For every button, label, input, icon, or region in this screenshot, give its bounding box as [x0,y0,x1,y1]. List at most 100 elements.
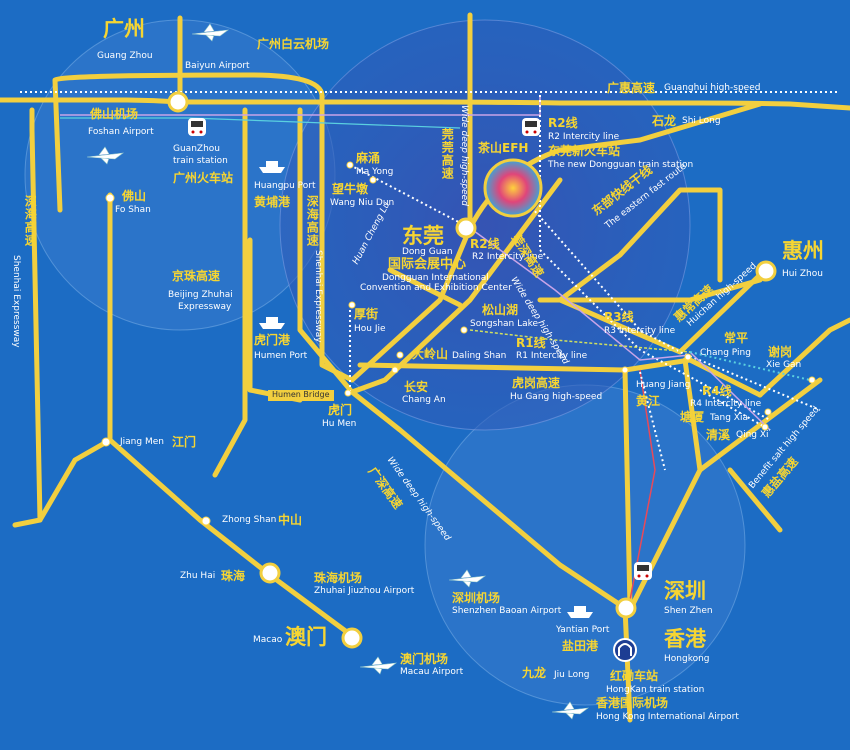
humen-port-en: Humen Port [254,351,308,361]
r2b-en: R2 Intercity line [472,252,544,262]
shenzhen-en: Shen Zhen [664,606,713,616]
shilong-en: Shi Long [682,116,721,126]
tangxia-en: Tang Xia [710,413,748,423]
tangxia-cn: 塘厦 [680,410,705,424]
r1-cn: R1线 [516,336,546,350]
huizhou-cn: 惠州 [782,239,824,263]
dongguan-en: Dong Guan [402,247,453,257]
jiulong-en: Jiu Long [554,670,590,680]
guanghui-cn: 广惠高速 [607,81,656,95]
train-icon [520,116,542,140]
zhuhai-cn: 珠海 [221,569,246,583]
gz-station-en1: GuanZhou [173,144,220,154]
airplane-icon [358,655,398,675]
sz-airport-cn: 深圳机场 [452,591,501,605]
expo-cn: 国际会展中心 [388,257,467,272]
baiyun-airport-cn: 广州白云机场 [257,37,330,51]
hk-airport-cn: 香港国际机场 [596,696,669,710]
foshan-en: Fo Shan [115,205,151,215]
airplane-icon [190,22,230,42]
yantian-cn: 盐田港 [562,639,599,653]
macau-airport-en: Macau Airport [400,667,464,677]
zhongshan-en: Zhong Shan [222,515,277,525]
yantian-en: Yantian Port [556,625,610,635]
jingzhu-en1: Beijing Zhuhai [168,290,233,300]
dalingshan-en: Daling Shan [452,351,507,361]
hongkong-en: Hongkong [664,654,710,664]
huangpu-en: Huangpu Port [254,181,316,191]
airplane-icon [85,145,125,165]
wangniudun-cn: 望牛墩 [332,182,369,196]
huangjiang-cn: 黄江 [636,394,661,408]
songshan-cn: 松山湖 [482,303,519,317]
humen-en: Hu Men [322,419,357,429]
ship-icon [566,603,594,619]
new-dg-station-en: The new Dongguan train station [548,160,694,170]
qingxi-cn: 清溪 [706,428,731,442]
gz-station-cn: 广州火车站 [173,171,234,185]
new-dg-station-cn: 东莞新火车站 [548,144,621,158]
shilong-cn: 石龙 [652,114,677,128]
shenzhen-cn: 深圳 [664,579,706,603]
shenhai-en: Shenhai Expressway [11,255,21,348]
station-dots [101,91,816,649]
r4-cn: R4线 [702,384,732,398]
mayong-en: Ma Yong [356,167,394,177]
hk-station-symbol [613,638,637,662]
hugang-en: Hu Gang high-speed [510,392,603,402]
hongkong-cn: 香港 [664,627,706,651]
macao-cn: 澳门 [285,625,327,649]
shenhai-cn: 深海高速 [23,195,38,247]
zhuhai-airport-en: Zhuhai Jiuzhou Airport [314,586,415,596]
humen-port-cn: 虎门港 [254,333,291,347]
guangzhou-cn: 广州 [103,17,145,41]
changping-en: Chang Ping [700,348,751,358]
expressway-network [0,12,850,723]
foshan-cn: 佛山 [122,189,147,203]
hunghom-en: HongKan train station [606,685,705,695]
train-icon [632,560,654,584]
macau-airport-cn: 澳门机场 [400,652,449,666]
r3-cn: R3线 [604,310,634,324]
expo-en1: Dongguan International [382,273,489,283]
jiangmen-en: Jiang Men [120,437,164,447]
xiegang-en: Xie Gan [766,360,802,370]
r3-en: R3 Intercity line [604,326,676,336]
efh-label: 茶山EFH [478,141,529,155]
humen-bridge-label: Humen Bridge [268,390,334,401]
humen-cn: 虎门 [328,403,353,417]
dongguan-region-circle [279,19,691,431]
zhongshan-cn: 中山 [278,513,303,527]
foshan-airport-en: Foshan Airport [88,127,154,137]
changping-cn: 常平 [724,331,749,345]
houjie-cn: 厚街 [354,307,379,321]
ship-icon [258,314,286,330]
expo-en2: Convention and Exhibition Center [360,283,512,293]
shenhai2-cn: 深海高速 [305,195,320,247]
guanguan-cn: 莞莞高速 [440,128,455,180]
jiulong-cn: 九龙 [522,666,547,680]
widedeep1: Wide deep high-speed [459,105,469,206]
huangjiang-en: Huang Jiang [636,380,691,390]
rail-network [20,91,840,601]
zhuhai-en: Zhu Hai [180,571,216,581]
dongguan-cn: 东莞 [402,224,444,248]
hunghom-cn: 红磡车站 [610,669,659,683]
mayong-cn: 麻涌 [356,151,381,165]
efh-logo [483,158,543,218]
changan-en: Chang An [402,395,446,405]
qingxi-en: Qing Xi [736,430,769,440]
jiangmen-cn: 江门 [172,435,197,449]
ship-icon [258,158,286,174]
houjie-en: Hou Jie [354,324,386,334]
airplane-icon [447,568,487,588]
changan-cn: 长安 [404,380,429,394]
songshan-en: Songshan Lake [470,319,539,329]
hk-airport-en: Hong Kong International Airport [596,712,739,722]
guanghui-en: Guanghui high-speed [664,83,761,93]
xiegang-cn: 谢岗 [768,345,793,359]
huangpu-cn: 黄埔港 [254,195,291,209]
hugang-cn: 虎岗高速 [512,376,561,390]
zhuhai-airport-cn: 珠海机场 [314,571,363,585]
